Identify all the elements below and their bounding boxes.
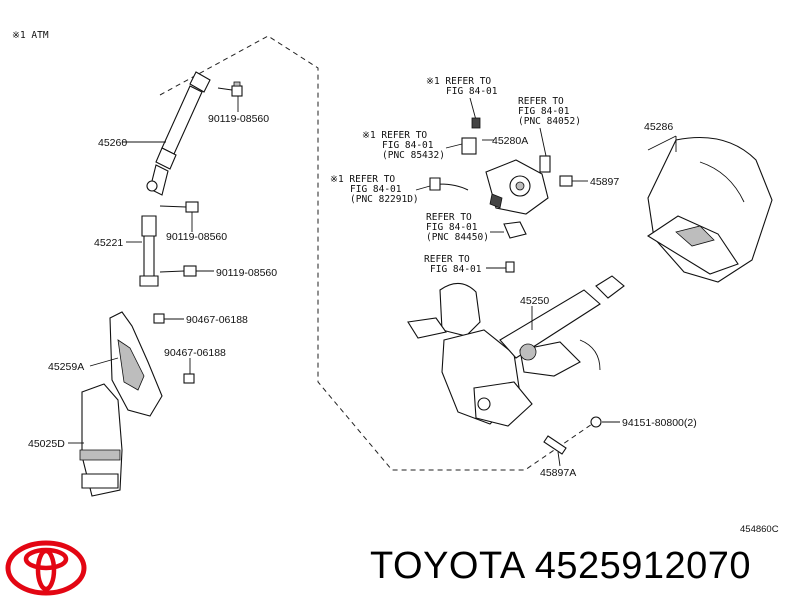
ignition-switch-assembly — [485, 159, 549, 215]
bolt-45897 — [559, 175, 573, 187]
assembly-boundary — [159, 35, 599, 471]
svg-text:FIG 84-01: FIG 84-01 — [430, 264, 482, 275]
svg-text:FIG 84-01: FIG 84-01 — [350, 184, 402, 195]
ref2-part-icon — [539, 155, 551, 173]
bolt-9011908560-a — [231, 81, 243, 97]
label-45260: 45260 — [98, 137, 127, 149]
label-94151-80800: 94151-80800(2) — [622, 417, 697, 429]
label-45897: 45897 — [590, 176, 619, 188]
figure-code: 454860C — [740, 524, 779, 535]
svg-text:(PNC 84450): (PNC 84450) — [426, 232, 489, 243]
label-45259a: 45259A — [48, 361, 84, 373]
svg-text:REFER TO: REFER TO — [424, 254, 470, 265]
label-45280a: 45280A — [492, 135, 528, 147]
svg-text:※1 REFER TO: ※1 REFER TO — [330, 174, 395, 185]
bolt-9011908560-c — [183, 265, 197, 277]
brand-part-title: TOYOTA 4525912070 — [370, 545, 751, 588]
svg-text:REFER TO: REFER TO — [426, 212, 472, 223]
ref-3: ※1 REFER TO FIG 84-01 (PNC 85432) — [362, 130, 445, 161]
steering-column-45250 — [407, 275, 625, 427]
label-90467-06188-a: 90467-06188 — [186, 314, 248, 326]
svg-text:※1 REFER TO: ※1 REFER TO — [362, 130, 427, 141]
toyota-logo-icon — [5, 540, 87, 596]
bolt-45897a — [543, 435, 567, 455]
label-90119-08560-a: 90119-08560 — [208, 113, 269, 125]
ref-1: ※1 REFER TO FIG 84-01 — [426, 76, 498, 97]
svg-text:FIG 84-01: FIG 84-01 — [382, 140, 434, 151]
label-90119-08560-c: 90119-08560 — [216, 267, 277, 279]
ref6-part-icon — [505, 261, 515, 273]
intermediate-shaft — [146, 71, 211, 196]
svg-text:(PNC 82291D): (PNC 82291D) — [350, 194, 419, 205]
svg-text:(PNC 84052): (PNC 84052) — [518, 116, 581, 127]
svg-text:(PNC 85432): (PNC 85432) — [382, 150, 445, 161]
column-cover-45286 — [646, 137, 773, 283]
ref3-part-icon — [461, 137, 477, 155]
part-number: 4525912070 — [534, 545, 752, 587]
label-45221: 45221 — [94, 237, 123, 249]
ref1-part-icon — [471, 117, 481, 129]
label-45286: 45286 — [644, 121, 673, 133]
clip-9046706188-b — [183, 373, 195, 384]
svg-text:REFER TO: REFER TO — [518, 96, 564, 107]
clip-9046706188-a — [153, 313, 165, 324]
label-45897a: 45897A — [540, 467, 576, 479]
svg-text:FIG 84-01: FIG 84-01 — [426, 222, 478, 233]
nut-9415180800 — [590, 416, 602, 428]
ref-4: ※1 REFER TO FIG 84-01 (PNC 82291D) — [330, 174, 419, 205]
ref-5: REFER TO FIG 84-01 (PNC 84450) — [426, 212, 489, 243]
brand-name: TOYOTA — [370, 545, 524, 587]
bolt-9011908560-b — [185, 201, 199, 213]
label-45250: 45250 — [520, 295, 549, 307]
boot-45025d — [79, 383, 123, 497]
cover-45259a — [109, 311, 163, 417]
ref4-connector-icon — [429, 177, 469, 191]
svg-text:FIG 84-01: FIG 84-01 — [518, 106, 570, 117]
steering-shaft-45221 — [139, 215, 159, 287]
ref-6: REFER TO FIG 84-01 — [424, 254, 482, 275]
label-45025d: 45025D — [28, 438, 65, 450]
svg-text:※1 REFER TO: ※1 REFER TO — [426, 76, 491, 87]
label-90467-06188-b: 90467-06188 — [164, 347, 226, 359]
ref5-part-icon — [503, 221, 527, 239]
svg-text:FIG 84-01: FIG 84-01 — [446, 86, 498, 97]
label-90119-08560-b: 90119-08560 — [166, 231, 227, 243]
ref-2: REFER TO FIG 84-01 (PNC 84052) — [518, 96, 581, 127]
atm-note: ※1 ATM — [12, 30, 49, 41]
